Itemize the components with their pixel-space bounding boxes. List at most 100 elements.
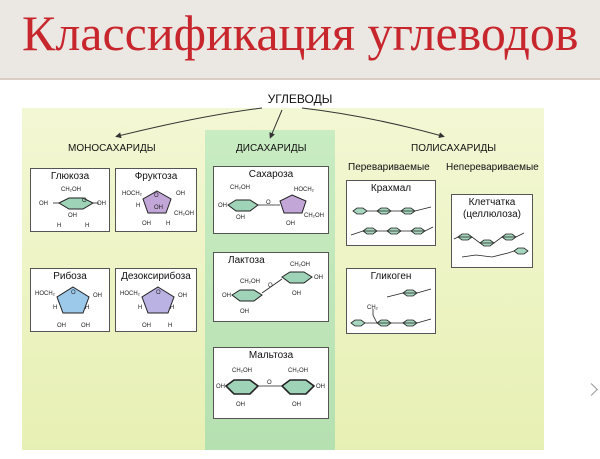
glucose-ch2oh: CH₂OH	[61, 187, 81, 193]
lactose-ch2oh-1: CH₂OH	[240, 279, 260, 285]
fructose-h-2: H	[166, 221, 170, 227]
sucrose-hoch2: HOCH₂	[294, 187, 315, 193]
ribose-o: O	[71, 290, 76, 296]
ribose-h-1: H	[53, 305, 57, 311]
box-glucose: Глюкоза CH₂OH O OH OH OH H H	[30, 168, 110, 232]
arrow-to-di	[269, 109, 283, 139]
box-cellulose: Клетчатка (целлюлоза)	[451, 194, 533, 268]
deoxyribose-o: O	[156, 290, 161, 296]
deoxyribose-h-3: H	[168, 323, 172, 329]
box-maltose: Мальтоза O CH₂OH CH₂OH OH OH OH OH	[213, 347, 329, 419]
fructose-oh-1: OH	[176, 191, 185, 197]
maltose-ring-1	[224, 379, 260, 395]
fructose-structure: HOCH₂ O OH H OH CH₂OH OH H	[122, 190, 194, 227]
sucrose-ch2oh: CH₂OH	[230, 185, 250, 191]
glucose-oh-3: OH	[68, 213, 77, 219]
glycogen-structure: CH₂	[350, 288, 432, 327]
ribose-oh-1: OH	[93, 293, 102, 299]
root-label: УГЛЕВОДЫ	[267, 92, 333, 106]
fructose-oh-2: OH	[154, 205, 163, 211]
ribose-hoch2: HOCH₂	[35, 291, 56, 297]
box-lactose: Лактоза O CH₂OH CH₂OH OH OH OH OH	[213, 252, 329, 322]
fructose-oh-3: OH	[142, 221, 151, 227]
maltose-o-bridge: O	[267, 380, 272, 386]
glucose-structure: CH₂OH O OH OH OH H H	[39, 187, 106, 229]
deoxyribose-h-1: H	[138, 305, 142, 311]
lactose-ch2oh-2: CH₂OH	[290, 262, 310, 268]
deoxyribose-ring	[141, 286, 175, 314]
glucose-o: O	[82, 198, 87, 204]
box-label-deoxyribose: Дезоксирибоза	[121, 271, 191, 282]
glycogen-ch2: CH₂	[367, 305, 379, 311]
deoxyribose-oh-1: OH	[178, 293, 187, 299]
lactose-oh-1: OH	[222, 293, 231, 299]
title-divider	[0, 78, 600, 80]
sucrose-o-bridge: O	[266, 200, 271, 206]
arrow-to-poly	[301, 107, 445, 139]
box-label-glycogen: Гликоген	[370, 271, 412, 282]
cellulose-structure	[453, 232, 529, 258]
category-mono: МОНОСАХАРИДЫ	[68, 143, 156, 154]
box-label-fructose: Фруктоза	[134, 171, 178, 182]
lactose-oh-3: OH	[314, 275, 323, 281]
deoxyribose-hoch2: HOCH₂	[120, 291, 141, 297]
sucrose-glucose-ring	[227, 199, 259, 212]
sucrose-oh-1: OH	[218, 203, 227, 209]
sucrose-oh-2: OH	[236, 215, 245, 221]
maltose-ch2oh-2: CH₂OH	[288, 368, 308, 374]
panel-top-strip	[22, 86, 544, 108]
glucose-ring	[57, 197, 95, 210]
fructose-o: O	[154, 193, 159, 199]
maltose-oh-1: OH	[216, 384, 225, 390]
starch-structure	[350, 206, 434, 236]
fructose-ch2oh: CH₂OH	[174, 211, 194, 217]
lactose-structure: O CH₂OH CH₂OH OH OH OH OH	[222, 262, 323, 315]
maltose-ch2oh-1: CH₂OH	[232, 368, 252, 374]
box-label-starch: Крахмал	[370, 183, 412, 194]
ribose-oh-3: OH	[81, 323, 90, 329]
box-deoxyribose: Дезоксирибоза HOCH₂ O OH H H OH H	[115, 268, 197, 332]
arrow-to-mono	[115, 107, 263, 139]
lactose-o-bridge: O	[268, 283, 273, 289]
ribose-ring	[56, 286, 90, 314]
box-label-cellulose-1: Клетчатка	[468, 197, 516, 208]
glucose-h-2: H	[85, 223, 89, 229]
poly-digestible-label: Перевариваемые	[348, 162, 430, 173]
ribose-structure: HOCH₂ O OH H H OH OH	[35, 286, 102, 329]
lactose-oh-4: OH	[292, 291, 301, 297]
box-label-glucose: Глюкоза	[50, 171, 90, 182]
fructose-h-1: H	[136, 203, 140, 209]
sucrose-structure: O CH₂OH HOCH₂ OH OH CH₂OH OH	[218, 185, 324, 227]
maltose-oh-4: OH	[292, 402, 301, 408]
box-starch: Крахмал	[346, 180, 436, 246]
ribose-oh-2: OH	[57, 323, 66, 329]
lactose-oh-2: OH	[240, 309, 249, 315]
maltose-oh-3: OH	[236, 402, 245, 408]
box-glycogen: Гликоген CH₂	[346, 268, 436, 334]
maltose-oh-2: OH	[316, 384, 325, 390]
box-ribose: Рибоза HOCH₂ O OH H H OH OH	[30, 268, 110, 332]
ribose-h-2: H	[85, 305, 89, 311]
lactose-ring-1	[231, 289, 263, 302]
fructose-hoch2: HOCH₂	[122, 191, 143, 197]
maltose-ring-2	[280, 379, 316, 395]
page-title: Классификация углеводов	[22, 5, 579, 61]
box-fructose: Фруктоза HOCH₂ O OH H OH CH₂OH OH H	[115, 168, 197, 232]
glucose-oh-2: OH	[97, 201, 106, 207]
box-label-sucrose: Сахароза	[248, 169, 294, 180]
sucrose-oh-3: OH	[286, 221, 295, 227]
sucrose-fructose-ring	[279, 194, 307, 214]
deoxyribose-h-2: H	[170, 305, 174, 311]
category-poly: ПОЛИСАХАРИДЫ	[411, 143, 497, 154]
box-label-cellulose-2: (целлюлоза)	[463, 209, 521, 220]
category-di: ДИСАХАРИДЫ	[236, 143, 307, 154]
lactose-ring-2	[281, 271, 313, 284]
box-label-maltose: Мальтоза	[248, 350, 294, 361]
poly-indigestible-label: Неперевариваемые	[446, 162, 539, 173]
maltose-structure: O CH₂OH CH₂OH OH OH OH OH	[216, 368, 325, 408]
box-label-lactose: Лактоза	[228, 255, 265, 266]
title-band	[0, 0, 600, 78]
deoxyribose-oh-2: OH	[142, 323, 151, 329]
glucose-h-1: H	[57, 223, 61, 229]
